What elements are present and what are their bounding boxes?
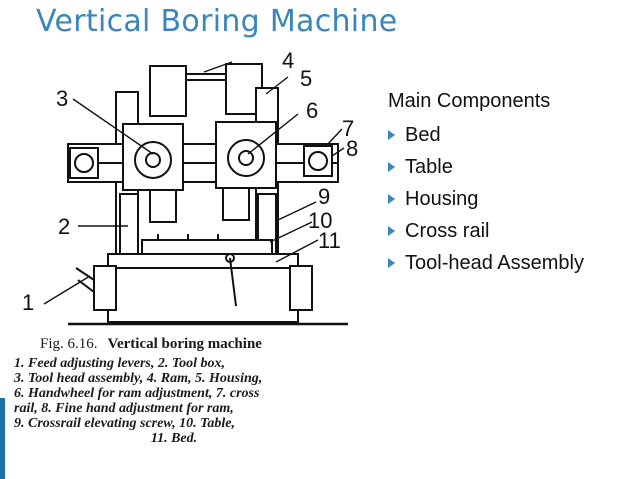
- slide-title: Vertical Boring Machine: [36, 4, 398, 39]
- callout-3: 3: [56, 86, 68, 111]
- list-item: Bed: [388, 119, 633, 151]
- callout-10: 10: [308, 208, 332, 233]
- callout-1: 1: [22, 290, 34, 315]
- bullet-arrow-icon: [388, 258, 395, 268]
- callout-4: 4: [282, 48, 294, 73]
- components-heading: Main Components: [388, 90, 551, 112]
- legend-line: rail, 8. Fine hand adjustment for ram,: [14, 401, 234, 416]
- bullet-arrow-icon: [388, 162, 395, 172]
- callout-2: 2: [58, 214, 70, 239]
- legend-line: 1. Feed adjusting levers, 2. Tool box,: [14, 356, 226, 371]
- figure-title: Vertical boring machine: [107, 336, 262, 352]
- figure-number: Fig. 6.16.: [40, 336, 98, 352]
- figure-caption: Fig. 6.16. Vertical boring machine 1. Fee…: [14, 336, 364, 446]
- list-item: Table: [388, 151, 633, 183]
- callout-7: 7: [342, 116, 354, 141]
- callout-11: 11: [318, 228, 341, 253]
- accent-bar: [0, 398, 5, 479]
- caption-title: Fig. 6.16. Vertical boring machine: [40, 336, 364, 353]
- list-item: Cross rail: [388, 215, 633, 247]
- legend-line: 3. Tool head assembly, 4. Ram, 5. Housin…: [14, 371, 263, 386]
- legend-line: 6. Handwheel for ram adjustment, 7. cros…: [14, 386, 260, 401]
- machine-drawing: 3 4 5 6 7 8 9 10 11 2 1: [22, 48, 358, 326]
- list-item: Tool-head Assembly: [388, 247, 633, 279]
- legend-line: 11. Bed.: [150, 431, 198, 446]
- components-list: Bed Table Housing Cross rail Tool-head A…: [388, 119, 633, 279]
- machine-figure: 3 4 5 6 7 8 9 10 11 2 1: [8, 44, 370, 479]
- callout-5: 5: [300, 66, 312, 91]
- bullet-arrow-icon: [388, 194, 395, 204]
- callout-6: 6: [306, 98, 318, 123]
- bullet-arrow-icon: [388, 130, 395, 140]
- legend-line: 9. Crossrail elevating screw, 10. Table,: [14, 416, 236, 431]
- list-item: Housing: [388, 183, 633, 215]
- components-panel: Main Components Bed Table Housing Cross …: [388, 90, 633, 279]
- callout-9: 9: [318, 184, 330, 209]
- bullet-arrow-icon: [388, 226, 395, 236]
- callout-8: 8: [346, 136, 358, 161]
